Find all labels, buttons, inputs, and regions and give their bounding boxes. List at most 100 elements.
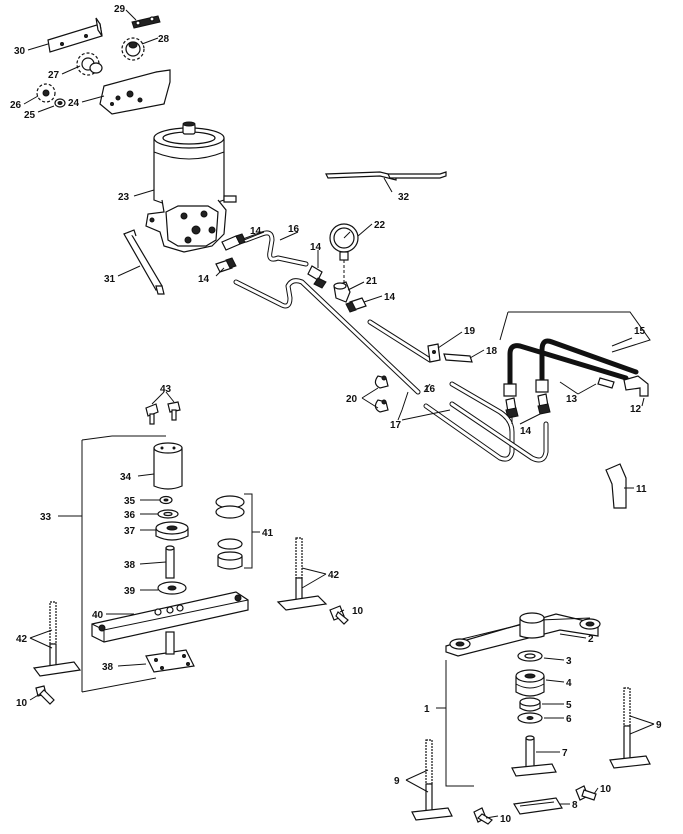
label-40: 40 — [92, 610, 104, 621]
part-13-hoses — [503, 338, 639, 397]
part-43-bolts — [145, 401, 181, 425]
label-15: 15 — [634, 326, 646, 337]
label-10-b: 10 — [352, 606, 364, 617]
label-32: 32 — [398, 192, 410, 203]
fitting-14-e — [505, 393, 551, 419]
label-31: 31 — [104, 274, 116, 285]
part-20-clamps — [374, 375, 389, 413]
part-38-base — [145, 631, 195, 673]
part-42-post-right — [276, 537, 328, 611]
label-22: 22 — [374, 220, 386, 231]
part-10-bolt-right-a — [575, 785, 597, 801]
fitting-14-a — [221, 233, 247, 251]
tube-16-upper — [243, 230, 309, 267]
label-2: 2 — [588, 634, 594, 645]
part-24-mounting-plate — [99, 69, 171, 115]
part-5-bushing — [519, 697, 541, 712]
part-22-gauge — [329, 223, 359, 284]
label-11: 11 — [636, 484, 647, 495]
label-10-d: 10 — [500, 814, 512, 825]
label-10-a: 10 — [16, 698, 28, 709]
part-4-bearing — [515, 669, 545, 697]
part-34-housing — [153, 442, 183, 490]
part-21-tee — [333, 281, 351, 303]
part-19-bracket — [427, 343, 441, 363]
label-5: 5 — [566, 700, 572, 711]
label-14-a: 14 — [250, 226, 262, 237]
label-14-e: 14 — [520, 426, 532, 437]
part-40-arm — [91, 591, 249, 643]
part-10-bolt-right-b — [473, 807, 493, 825]
part-3-nut — [517, 650, 543, 662]
label-16-b: 16 — [424, 384, 436, 395]
part-36-washer — [157, 509, 179, 519]
label-20: 20 — [346, 394, 358, 405]
label-33: 33 — [40, 512, 52, 523]
label-27: 27 — [48, 70, 60, 81]
label-34: 34 — [120, 472, 132, 483]
label-38-b: 38 — [102, 662, 114, 673]
part-2-yoke — [445, 612, 601, 657]
leader-lines — [23, 9, 655, 819]
label-36: 36 — [124, 510, 136, 521]
part-31-strap — [123, 229, 165, 295]
label-30: 30 — [14, 46, 26, 57]
part-26-sprocket — [36, 83, 56, 103]
part-12-elbow — [623, 375, 649, 397]
label-4: 4 — [566, 678, 572, 689]
label-18: 18 — [486, 346, 498, 357]
label-13: 13 — [566, 394, 578, 405]
part-9-post-right — [609, 687, 651, 769]
part-25-bushing — [54, 98, 66, 108]
label-10-c: 10 — [600, 784, 612, 795]
label-42-a: 42 — [328, 570, 340, 581]
label-39: 39 — [124, 586, 136, 597]
label-21: 21 — [366, 276, 378, 287]
label-9-left: 9 — [394, 776, 400, 787]
label-38-a: 38 — [124, 560, 136, 571]
part-23-reservoir-pump — [145, 121, 237, 253]
label-41: 41 — [262, 528, 274, 539]
label-43: 43 — [160, 384, 172, 395]
label-9-right: 9 — [656, 720, 662, 731]
label-14-c: 14 — [310, 242, 322, 253]
label-7: 7 — [562, 748, 568, 759]
fitting-14-d — [345, 297, 367, 313]
label-24: 24 — [68, 98, 80, 109]
part-42-post-left — [32, 601, 82, 677]
fitting-14-c — [307, 265, 327, 289]
label-6: 6 — [566, 714, 572, 725]
part-18-clip — [443, 353, 473, 363]
callout-labels: 30 29 28 27 26 25 24 23 31 32 22 14 16 1… — [10, 4, 662, 825]
part-9-post-left — [411, 739, 453, 821]
label-14-d: 14 — [384, 292, 396, 303]
label-23: 23 — [118, 192, 130, 203]
tube-16-lower — [367, 319, 433, 363]
label-8: 8 — [572, 800, 578, 811]
part-28-sprocket — [121, 37, 145, 61]
label-3: 3 — [566, 656, 572, 667]
part-30-bracket — [47, 17, 103, 53]
label-29: 29 — [114, 4, 126, 15]
part-37-bushing — [155, 521, 189, 541]
label-14-b: 14 — [198, 274, 210, 285]
part-39-bearing — [157, 581, 187, 595]
tube-u-bends — [423, 381, 549, 463]
part-41-seals — [215, 495, 245, 570]
label-19: 19 — [464, 326, 476, 337]
part-7-pin — [511, 735, 557, 777]
label-26: 26 — [10, 100, 22, 111]
label-25: 25 — [24, 110, 36, 121]
label-28: 28 — [158, 34, 170, 45]
fitting-14-b — [215, 257, 237, 273]
label-42-b: 42 — [16, 634, 28, 645]
label-1: 1 — [424, 704, 430, 715]
part-10-bolt-mid — [329, 605, 349, 625]
label-37: 37 — [124, 526, 136, 537]
part-8-plate — [513, 797, 563, 815]
part-29-chain-link — [131, 15, 161, 29]
part-38-pin — [165, 545, 175, 579]
part-10-bolt-left — [35, 685, 55, 705]
label-17: 17 — [390, 420, 402, 431]
